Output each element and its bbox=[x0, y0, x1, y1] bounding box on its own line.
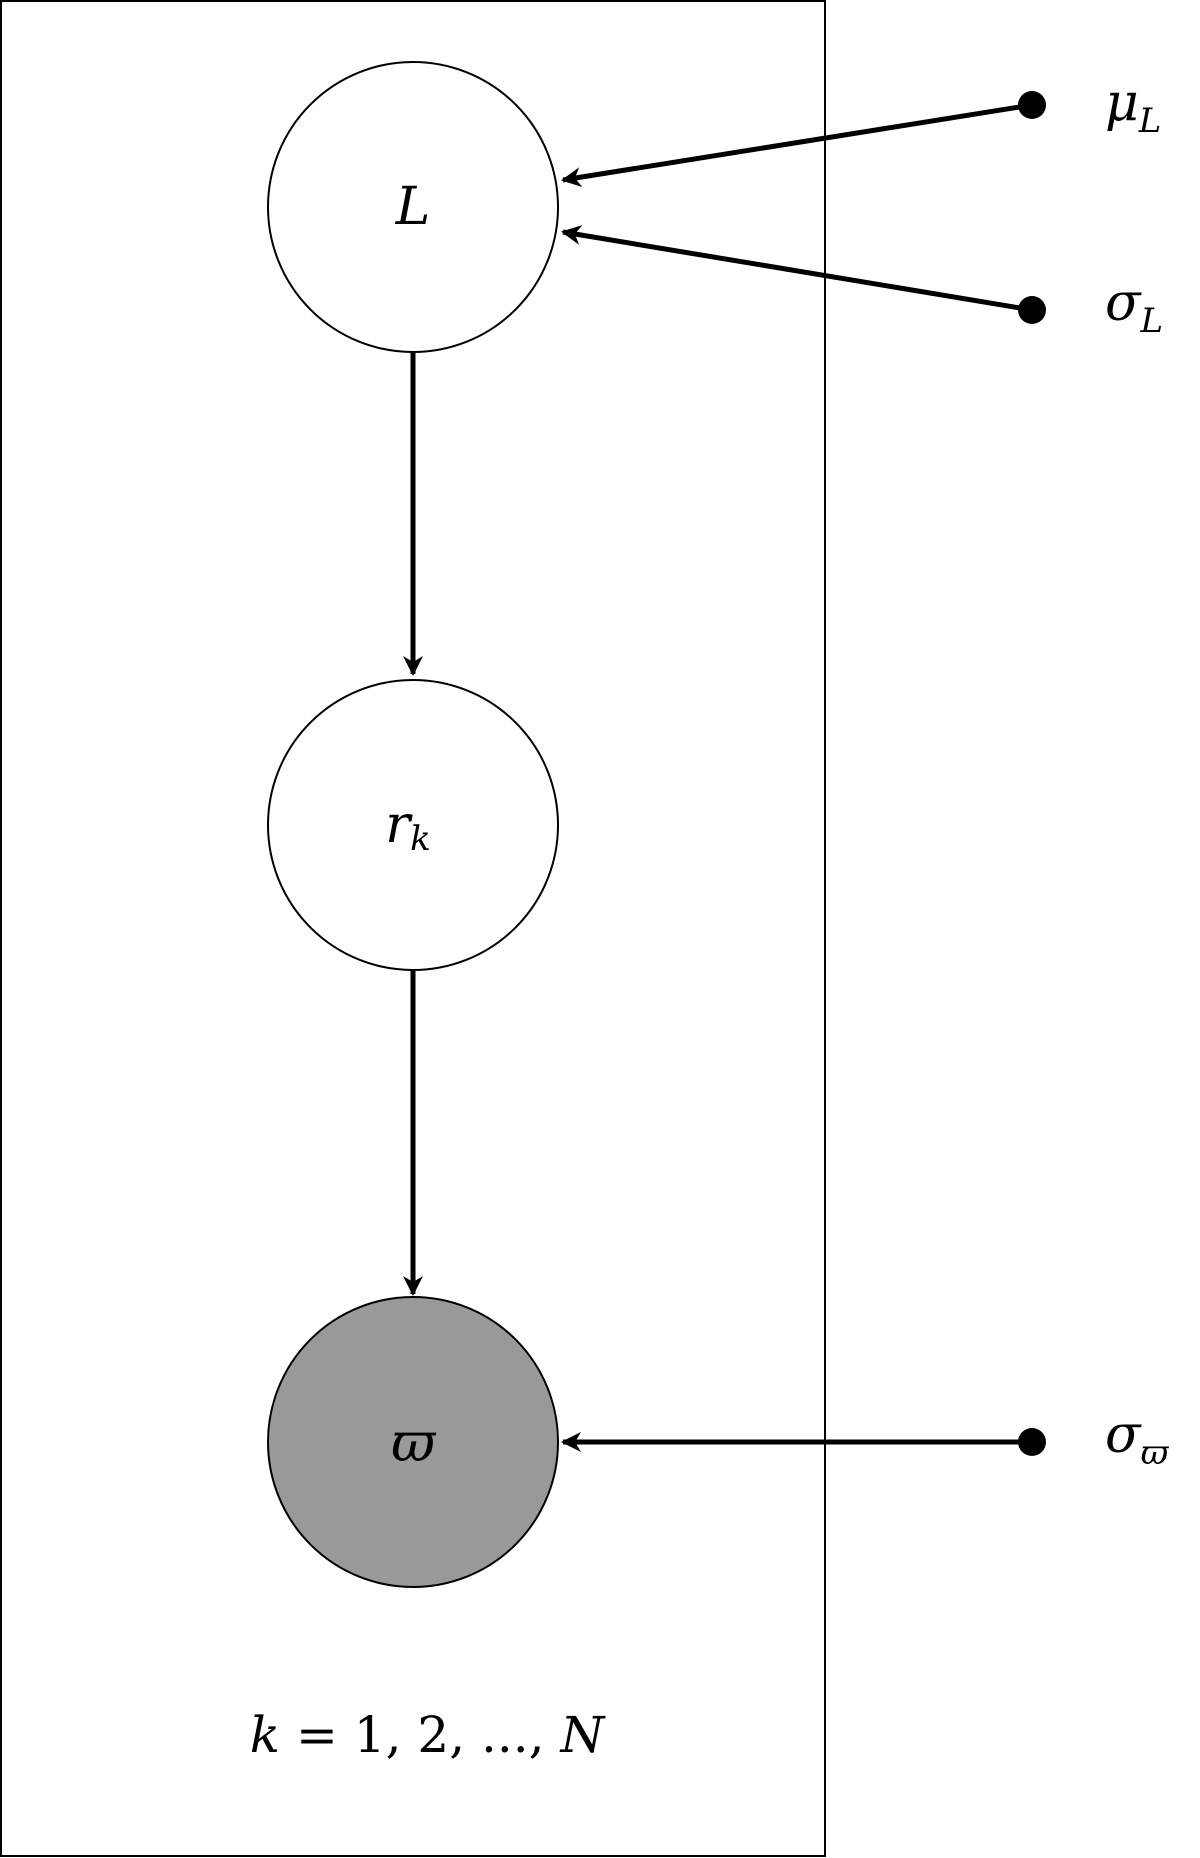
hyper-sigmavarpi-label: σϖ bbox=[1105, 1405, 1170, 1473]
node-r: rk bbox=[267, 679, 559, 971]
hyper-sigmavarpi-main: σ bbox=[1105, 1405, 1142, 1465]
hyper-sigmaL-dot bbox=[1018, 296, 1046, 324]
plate-label-var: k bbox=[250, 1706, 280, 1764]
hyper-sigmaL-sub: L bbox=[1140, 301, 1164, 341]
hyper-mu-dot bbox=[1018, 91, 1046, 119]
hyper-sigmavarpi-sub: ϖ bbox=[1141, 1433, 1170, 1473]
node-varpi-circle bbox=[267, 1296, 559, 1588]
node-varpi-label: ϖ bbox=[391, 1411, 437, 1474]
hyper-sigmavarpi-dot bbox=[1018, 1428, 1046, 1456]
edge-mu-to-L bbox=[561, 102, 1033, 188]
node-L-main: L bbox=[395, 177, 431, 237]
node-L-circle bbox=[267, 61, 559, 353]
plate-label-eq: = bbox=[280, 1706, 354, 1764]
plate-label-end: N bbox=[559, 1706, 606, 1764]
plate-label: k = 1, 2, ..., N bbox=[250, 1706, 607, 1764]
node-L: L bbox=[267, 61, 559, 353]
hyper-mu-label: μL bbox=[1105, 73, 1161, 141]
hyper-mu-main: μ bbox=[1105, 73, 1139, 133]
node-r-circle bbox=[267, 679, 559, 971]
hyper-mu-sub: L bbox=[1138, 101, 1162, 141]
node-varpi: ϖ bbox=[267, 1296, 559, 1588]
node-r-sub: k bbox=[410, 819, 431, 859]
plate-label-range: 1, 2, ..., bbox=[354, 1706, 561, 1764]
hyper-sigmaL-label: σL bbox=[1105, 273, 1163, 341]
plate-box bbox=[0, 0, 826, 1857]
edge-sigmaL-to-L bbox=[561, 225, 1033, 313]
hyper-sigmaL-main: σ bbox=[1105, 273, 1142, 333]
node-r-label: rk bbox=[385, 795, 430, 859]
node-r-main: r bbox=[385, 795, 413, 855]
node-L-label: L bbox=[395, 177, 431, 237]
node-varpi-main: ϖ bbox=[391, 1411, 437, 1474]
